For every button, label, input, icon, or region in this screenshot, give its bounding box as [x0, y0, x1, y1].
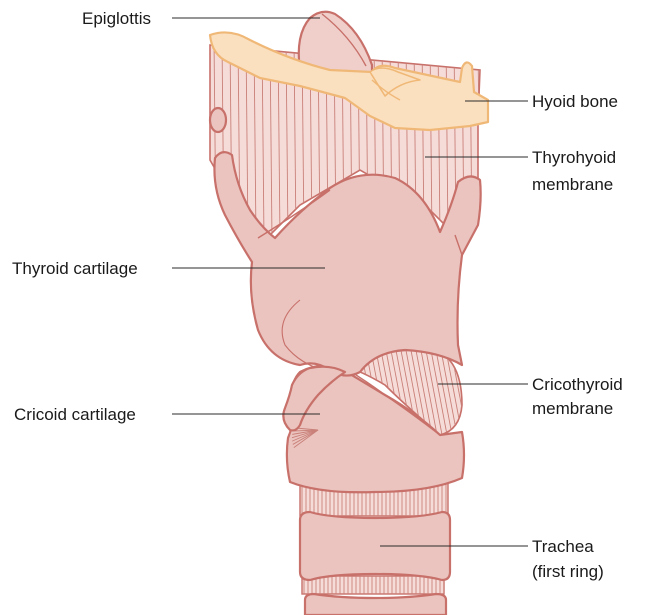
- label-trachea-line2: (first ring): [532, 562, 604, 581]
- label-cricoid-cartilage: Cricoid cartilage: [14, 405, 136, 424]
- label-cricothyroid-line2: membrane: [532, 399, 613, 418]
- label-thyrohyoid-line1: Thyrohyoid: [532, 148, 616, 167]
- trachea-second-ring-shape: [305, 594, 446, 615]
- membrane-fiber: [465, 345, 483, 440]
- label-epiglottis: Epiglottis: [82, 9, 151, 28]
- triticeous-nodule: [210, 108, 226, 132]
- label-hyoid-bone: Hyoid bone: [532, 92, 618, 111]
- label-cricothyroid-line1: Cricothyroid: [532, 375, 623, 394]
- label-thyrohyoid-line2: membrane: [532, 175, 613, 194]
- label-thyroid-cartilage: Thyroid cartilage: [12, 259, 138, 278]
- membrane-fiber: [460, 345, 478, 440]
- label-trachea-line1: Trachea: [532, 537, 594, 556]
